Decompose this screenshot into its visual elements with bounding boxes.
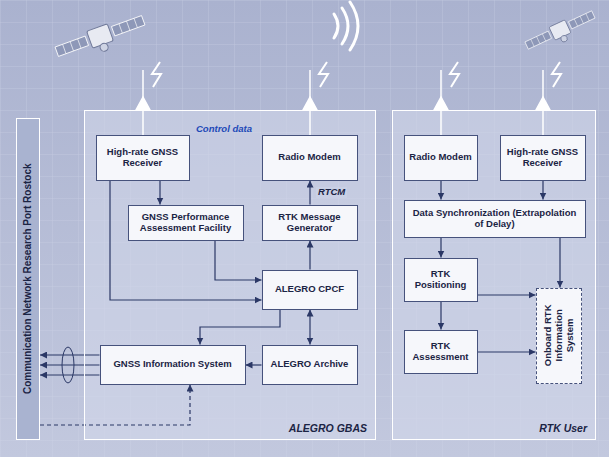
- signal-bolt: [319, 62, 328, 87]
- connector: [200, 310, 280, 345]
- connector: [478, 294, 536, 295]
- wave-arc: [350, 2, 358, 50]
- node-label: GNSS Information System: [113, 359, 231, 370]
- satellite-body: [549, 20, 571, 40]
- network-bar: Communication Network Research Port Rost…: [16, 118, 40, 440]
- annotation-label: Control data: [196, 124, 252, 135]
- region-label: RTK User: [539, 422, 587, 434]
- region-label: ALEGRO GBAS: [289, 422, 367, 434]
- node-label: GNSS Performance Assessment Facility: [133, 212, 239, 234]
- process-box: RTK Positioning: [404, 258, 478, 302]
- connector: [309, 181, 310, 205]
- node-label: Radio Modem: [278, 152, 340, 163]
- process-box: RTK Assessment: [404, 330, 478, 374]
- node-label: Radio Modem: [409, 152, 471, 163]
- connector: [40, 364, 100, 365]
- satellite: [524, 8, 599, 57]
- node-label: RTK Assessment: [409, 341, 473, 363]
- connector: [440, 181, 441, 200]
- connector: [309, 241, 310, 270]
- signal-bolt: [450, 62, 459, 87]
- signal-bolt: [152, 62, 161, 87]
- satellite-dish: [99, 42, 109, 52]
- connector: [110, 181, 262, 301]
- node-label: High-rate GNSS Receiver: [505, 147, 581, 169]
- antenna-symbol: [434, 97, 448, 110]
- node-label: Data Synchronization (Extrapolation of D…: [409, 208, 581, 230]
- panel-lines: [63, 18, 138, 53]
- connector: [40, 354, 100, 355]
- receiver-box: High-rate GNSS Receiver: [96, 135, 190, 181]
- antenna-symbol: [303, 97, 317, 110]
- receiver-box: High-rate GNSS Receiver: [500, 135, 586, 181]
- node-label: ALEGRO Archive: [271, 359, 349, 370]
- connector: [215, 241, 262, 281]
- process-box: RTK Message Generator: [262, 205, 358, 241]
- region-tint: [392, 110, 596, 440]
- antenna-symbol: [536, 97, 550, 110]
- connector: [440, 302, 441, 330]
- radio-waves: [334, 2, 358, 50]
- signal-label: RTCM: [316, 187, 347, 198]
- storage-box: ALEGRO Archive: [262, 345, 358, 385]
- connector: [246, 364, 262, 365]
- connector: [559, 238, 560, 288]
- node-label: Onboard RTK Information System: [542, 291, 575, 379]
- user-region: RTK User Radio Modem High-rate GNSS Receiv…: [392, 110, 596, 440]
- connector: [159, 181, 160, 205]
- lightning-bolts: [152, 62, 561, 87]
- satellite-dish: [560, 34, 569, 43]
- process-box: ALEGRO CPCF: [262, 270, 358, 310]
- modem-box: Radio Modem: [262, 135, 358, 181]
- system-region: ALEGRO GBAS High-rate GNSS Receiver Radio …: [84, 110, 376, 440]
- edge-label-holder: RTCM: [316, 187, 347, 198]
- node-label: High-rate GNSS Receiver: [101, 147, 185, 169]
- process-box: GNSS Performance Assessment Facility: [128, 205, 244, 241]
- onboard-box: Onboard RTK Information System: [536, 288, 582, 384]
- process-box: Data Synchronization (Extrapolation of D…: [404, 200, 586, 238]
- connector: [478, 351, 536, 352]
- connector: [40, 374, 100, 375]
- signal-bolt: [552, 62, 561, 87]
- modem-box: Radio Modem: [404, 135, 478, 181]
- label-holder: Control data: [196, 124, 252, 135]
- connector: [440, 238, 441, 258]
- node-label: ALEGRO CPCF: [275, 284, 344, 295]
- antenna-symbol: [136, 97, 150, 110]
- connector: [309, 310, 310, 345]
- region-tint: [84, 110, 376, 440]
- node-label: RTK Positioning: [409, 269, 473, 291]
- connector: [40, 385, 190, 426]
- panel-lines: [531, 14, 589, 47]
- satellite-body: [87, 24, 114, 48]
- antennas: [136, 70, 550, 135]
- satellite: [54, 12, 149, 67]
- process-box: GNSS Information System: [100, 345, 246, 385]
- wave-arc: [342, 8, 348, 44]
- connector: [542, 181, 543, 200]
- node-label: RTK Message Generator: [267, 212, 353, 234]
- wave-arc: [334, 14, 338, 38]
- node-label: Communication Network Research Port Rost…: [22, 122, 34, 436]
